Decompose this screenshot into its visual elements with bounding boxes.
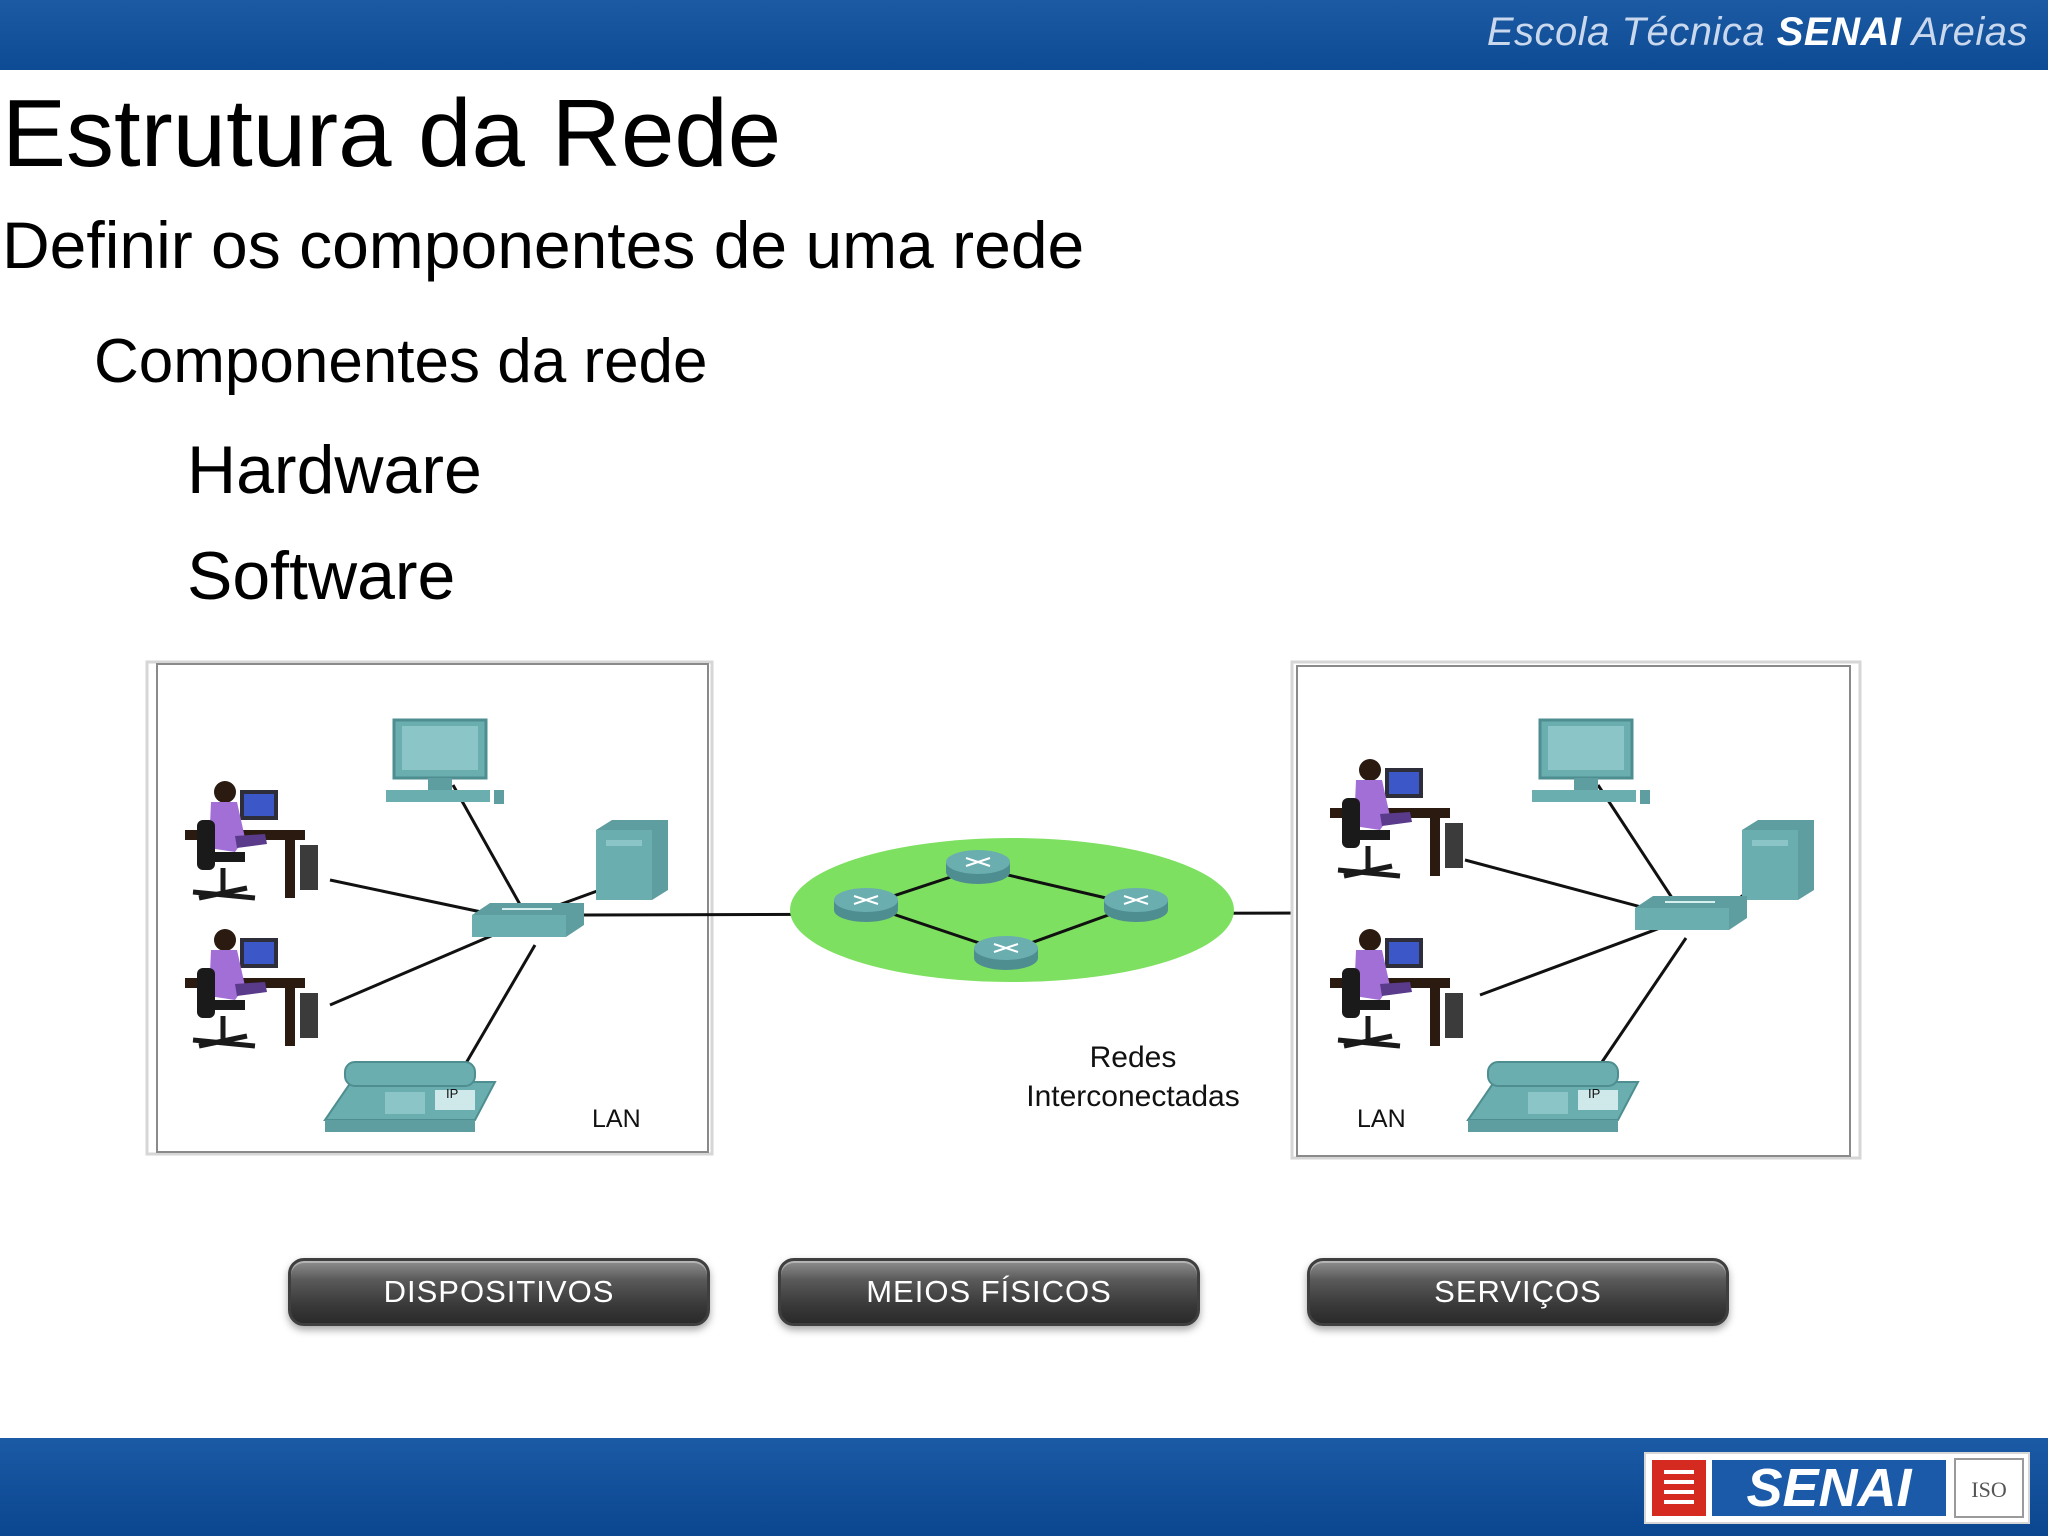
school-name-brand: SENAI: [1776, 10, 1902, 54]
senai-wordmark-box: SENAI: [1712, 1460, 1946, 1516]
right-lan-frame: [1296, 665, 1851, 1157]
slide-title: Estrutura da Rede: [2, 80, 782, 187]
right-lan-links: [1464, 784, 1751, 1063]
router-north-icon: [945, 849, 1011, 885]
school-name-prefix: Escola Técnica: [1486, 10, 1766, 54]
bullet-software: Software: [187, 538, 456, 614]
left-ip-badge: IP: [446, 1086, 458, 1101]
right-server-icon: [1742, 820, 1814, 900]
router-west-icon: [833, 887, 899, 923]
left-lan-frame: [156, 663, 709, 1153]
right-ip-phone-icon: [1467, 1061, 1639, 1133]
school-name-suffix: Areias: [1911, 10, 2028, 54]
network-diagram: IP LAN Redes Interconectadas IP LAN: [145, 660, 1862, 1160]
senai-emblem-icon: [1652, 1460, 1706, 1516]
right-workstation-icon: [1530, 718, 1652, 806]
cloud-label-line2: Interconectadas: [1026, 1080, 1239, 1113]
bullet-componentes: Componentes da rede: [94, 327, 708, 396]
right-ip-badge: IP: [1588, 1086, 1600, 1101]
left-workstation-icon: [384, 718, 506, 806]
router-south-icon: [973, 935, 1039, 971]
servicos-button[interactable]: SERVIÇOS: [1307, 1258, 1729, 1326]
senai-logo: SENAI ISO: [1644, 1452, 2030, 1524]
left-server-icon: [596, 820, 668, 900]
right-switch-icon: [1634, 895, 1748, 931]
right-lan-label: LAN: [1357, 1105, 1406, 1133]
router-east-icon: [1103, 887, 1169, 923]
school-name: Escola Técnica SENAI Areias: [1487, 10, 2028, 55]
iso-seal: ISO: [1954, 1458, 2024, 1518]
left-lan-label: LAN: [592, 1105, 641, 1133]
internetwork-cloud: [790, 838, 1234, 982]
dispositivos-button[interactable]: DISPOSITIVOS: [288, 1258, 710, 1326]
meios-fisicos-button[interactable]: MEIOS FÍSICOS: [778, 1258, 1200, 1326]
slide-subtitle: Definir os componentes de uma rede: [2, 208, 1085, 282]
bullet-hardware: Hardware: [187, 432, 482, 508]
cloud-label-line1: Redes: [1090, 1041, 1177, 1074]
senai-wordmark: SENAI: [1746, 1458, 1912, 1518]
left-ip-phone-icon: [324, 1061, 496, 1133]
top-header-bar: Escola Técnica SENAI Areias: [0, 0, 2048, 70]
left-switch-icon: [471, 902, 585, 938]
